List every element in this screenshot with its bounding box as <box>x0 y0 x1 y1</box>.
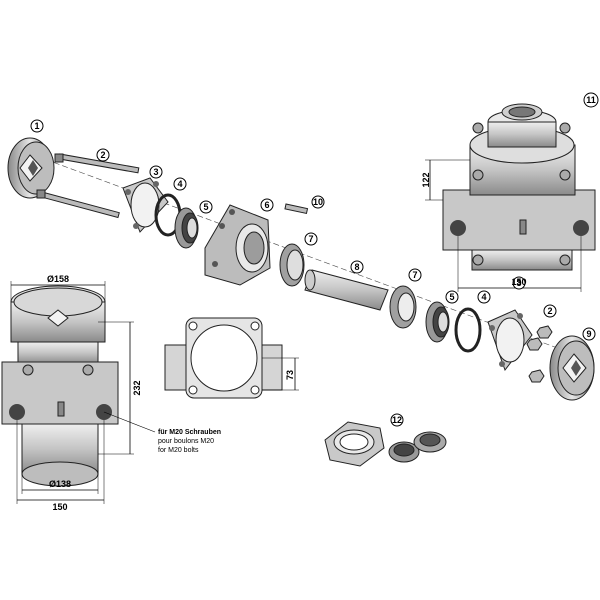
part-7-bearing-left <box>279 243 305 287</box>
callout-3b: 3 <box>512 276 526 290</box>
part-8-shaft <box>304 269 389 311</box>
part-6-housing <box>204 204 271 286</box>
flange-template <box>164 317 299 399</box>
part-5-bearing <box>174 207 199 249</box>
callout-8: 8 <box>350 260 364 274</box>
dim-150-left: 150 <box>52 502 67 512</box>
callout-7: 7 <box>304 232 318 246</box>
svg-text:9: 9 <box>586 329 591 339</box>
callout-5b: 5 <box>445 290 459 304</box>
callouts: 1 2 3 4 5 6 7 8 10 11 5 4 3 2 9 7 12 <box>30 92 599 427</box>
part-9-cap <box>549 335 595 401</box>
svg-text:4: 4 <box>481 292 486 302</box>
part-7-bearing-right <box>389 285 417 329</box>
callout-9: 9 <box>582 327 596 341</box>
part-5-bearing-right <box>425 301 450 343</box>
callout-4b: 4 <box>477 290 491 304</box>
part-3-flange-right <box>487 309 533 372</box>
svg-text:7: 7 <box>412 270 417 280</box>
svg-text:3: 3 <box>153 167 158 177</box>
svg-text:11: 11 <box>586 95 596 105</box>
svg-text:2: 2 <box>547 306 552 316</box>
callout-10: 10 <box>311 195 325 209</box>
svg-text:1: 1 <box>34 121 39 131</box>
callout-12: 12 <box>390 413 404 427</box>
dim-158: Ø158 <box>47 274 69 284</box>
part-1-cap <box>7 137 55 199</box>
dim-122: 122 <box>421 172 431 187</box>
svg-text:5: 5 <box>203 202 208 212</box>
bolt-note-fr: pour boulons M20 <box>158 438 214 445</box>
part-2-nuts <box>526 325 553 383</box>
callout-2b: 2 <box>543 304 557 318</box>
callout-4: 4 <box>173 177 187 191</box>
callout-5: 5 <box>199 200 213 214</box>
bolt-note-de: für M20 Schrauben <box>158 429 221 436</box>
svg-text:5: 5 <box>449 292 454 302</box>
svg-text:6: 6 <box>264 200 269 210</box>
long-bolts <box>36 153 140 219</box>
callout-3: 3 <box>149 165 163 179</box>
bolt-note-en: for M20 bolts <box>158 447 199 454</box>
callout-6: 6 <box>260 198 274 212</box>
callout-1: 1 <box>30 119 44 133</box>
svg-text:2: 2 <box>100 150 105 160</box>
part-11-assembled-unit <box>425 103 596 292</box>
dim-138: Ø138 <box>49 479 71 489</box>
part-3-flange <box>122 177 169 233</box>
svg-text:10: 10 <box>313 197 323 207</box>
part-12-kit <box>324 421 447 467</box>
svg-text:12: 12 <box>392 415 402 425</box>
dim-150-top: 150 <box>511 277 526 287</box>
callout-11: 11 <box>583 92 599 108</box>
svg-text:4: 4 <box>177 179 182 189</box>
callout-7b: 7 <box>408 268 422 282</box>
dim-73: 73 <box>285 370 295 380</box>
svg-text:8: 8 <box>354 262 359 272</box>
part-4-seal-right <box>454 307 482 353</box>
left-assembled-view <box>1 281 156 504</box>
part-10-pin <box>284 203 309 215</box>
dim-232: 232 <box>132 380 142 395</box>
svg-text:7: 7 <box>308 234 313 244</box>
svg-text:3: 3 <box>516 278 521 288</box>
callout-2: 2 <box>96 148 110 162</box>
